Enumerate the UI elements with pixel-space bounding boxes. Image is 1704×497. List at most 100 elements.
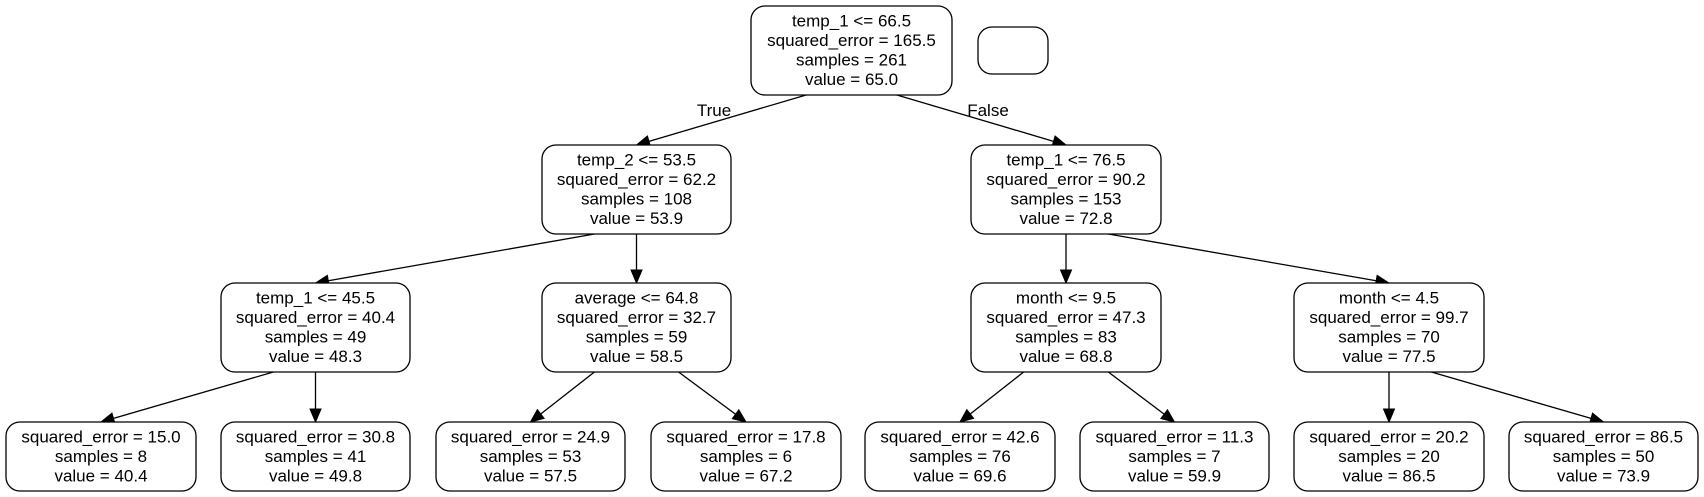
node-line-value: value = 73.9	[1557, 466, 1650, 485]
node-box	[435, 421, 626, 492]
node-box	[220, 421, 411, 492]
node-line-value: value = 65.0	[805, 70, 898, 89]
edge-n3-n7	[113, 371, 274, 420]
node-line-samples: samples = 8	[55, 447, 147, 466]
node-line-squared-error: squared_error = 86.5	[1524, 427, 1683, 446]
node-line-squared-error: squared_error = 32.7	[557, 308, 716, 327]
edge-n2-n6	[1108, 233, 1377, 282]
node-line-month: month <= 9.5	[1016, 289, 1116, 308]
node-line-value: value = 58.5	[590, 347, 683, 366]
edge-n0-n2	[896, 94, 1054, 142]
node-line-samples: samples = 70	[1338, 328, 1440, 347]
node-line-squared-error: squared_error = 165.5	[767, 31, 936, 50]
arrowhead	[309, 408, 322, 424]
edge-n5-n11	[969, 371, 1025, 415]
node-box	[1293, 282, 1485, 373]
node-line-samples: samples = 261	[796, 51, 907, 70]
node-line-value: value = 40.4	[54, 466, 147, 485]
node-line-squared-error: squared_error = 40.4	[236, 308, 395, 327]
edge-n5-n12	[1107, 371, 1165, 415]
arrowhead	[1382, 408, 1396, 424]
node-box	[1293, 421, 1485, 492]
arrowhead	[1059, 269, 1073, 285]
edge-label-true: True	[697, 101, 731, 120]
node-line-squared-error: squared_error = 17.8	[666, 427, 825, 446]
node-line-squared-error: squared_error = 20.2	[1309, 427, 1468, 446]
edge-n4-n9	[540, 371, 595, 415]
edge-n6-n14	[1431, 371, 1592, 419]
node-line-samples: samples = 41	[265, 447, 367, 466]
node-box	[750, 5, 953, 96]
node-line-value: value = 59.9	[1128, 466, 1221, 485]
node-line-samples: samples = 6	[700, 447, 792, 466]
node-line-samples: samples = 49	[265, 328, 367, 347]
edges-layer: True False	[99, 94, 1605, 425]
node-line-average: average <= 64.8	[575, 289, 699, 308]
arrowhead	[529, 408, 545, 423]
node-line-value: value = 48.3	[269, 347, 362, 366]
node-line-squared-error: squared_error = 62.2	[557, 170, 716, 189]
node-box	[1079, 421, 1270, 492]
node-line-temp-1: temp_1 <= 66.5	[792, 12, 911, 31]
node-line-samples: samples = 108	[581, 190, 692, 209]
arrowhead	[1159, 408, 1176, 423]
node-line-squared-error: squared_error = 24.9	[451, 427, 610, 446]
node-box	[977, 26, 1049, 75]
node-line-squared-error: squared_error = 90.2	[986, 170, 1145, 189]
node-box	[970, 144, 1162, 235]
node-line-samples: samples = 20	[1338, 447, 1440, 466]
arrowhead	[958, 408, 975, 423]
node-line-value: value = 77.5	[1342, 347, 1435, 366]
edge-n0-n1	[648, 94, 807, 142]
node-line-samples: samples = 53	[480, 447, 582, 466]
node-line-samples: samples = 153	[1010, 190, 1121, 209]
node-line-squared-error: squared_error = 15.0	[21, 427, 180, 446]
node-line-value: value = 57.5	[484, 466, 577, 485]
edge-n4-n10	[678, 371, 736, 415]
edge-n1-n3	[328, 233, 595, 282]
legend-box	[977, 26, 1049, 75]
node-line-temp-1: temp_1 <= 45.5	[256, 289, 375, 308]
node-line-samples: samples = 59	[586, 328, 688, 347]
node-line-squared-error: squared_error = 99.7	[1309, 308, 1468, 327]
node-line-value: value = 67.2	[699, 466, 792, 485]
node-line-temp-1: temp_1 <= 76.5	[1006, 151, 1125, 170]
node-line-value: value = 53.9	[590, 209, 683, 228]
node-line-value: value = 69.6	[913, 466, 1006, 485]
node-line-value: value = 49.8	[269, 466, 362, 485]
node-box	[541, 282, 732, 373]
node-line-month: month <= 4.5	[1339, 289, 1439, 308]
node-line-squared-error: squared_error = 42.6	[880, 427, 1039, 446]
node-box	[220, 282, 411, 373]
node-box	[1508, 421, 1699, 492]
node-box	[864, 421, 1056, 492]
node-box	[650, 421, 842, 492]
edge-label-false: False	[967, 101, 1009, 120]
node-line-squared-error: squared_error = 47.3	[986, 308, 1145, 327]
node-line-value: value = 86.5	[1342, 466, 1435, 485]
node-line-samples: samples = 7	[1128, 447, 1220, 466]
node-line-samples: samples = 76	[909, 447, 1011, 466]
node-line-temp-2: temp_2 <= 53.5	[577, 151, 696, 170]
node-line-samples: samples = 83	[1015, 328, 1117, 347]
node-box	[5, 421, 197, 492]
arrowhead	[630, 269, 643, 285]
node-line-value: value = 68.8	[1019, 347, 1112, 366]
node-line-samples: samples = 50	[1553, 447, 1655, 466]
node-line-squared-error: squared_error = 11.3	[1096, 427, 1254, 446]
